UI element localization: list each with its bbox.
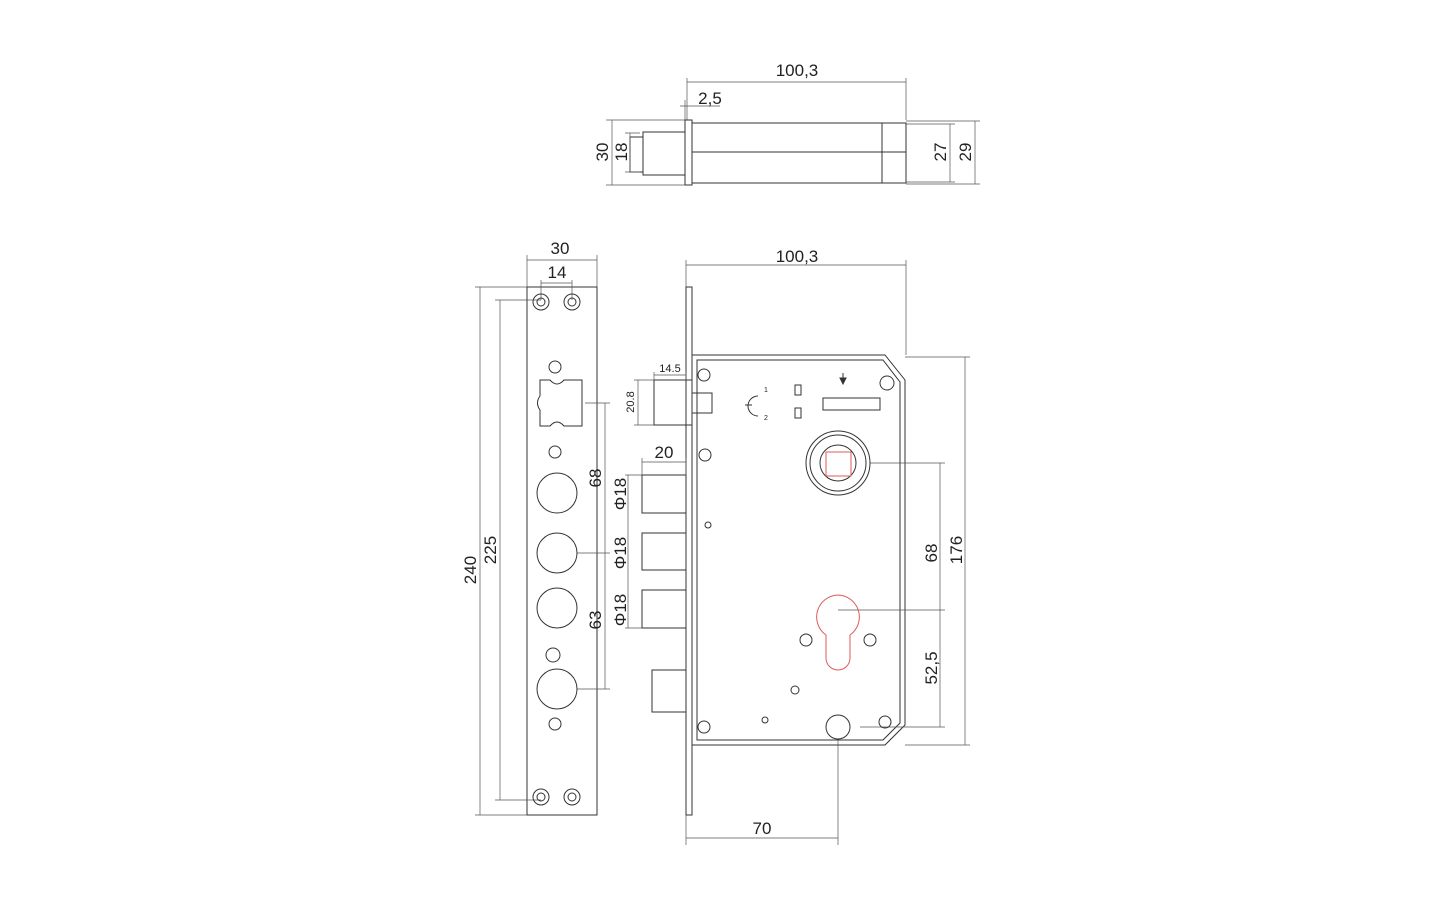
dim-upper-spacing: 68: [586, 469, 605, 488]
dim-latch-width: 14.5: [659, 363, 680, 375]
dim-lower-spacing: 63: [586, 611, 605, 630]
mark-1: 1: [764, 387, 768, 394]
dim-backset: 70: [753, 819, 772, 838]
dim-hole-distance: 225: [481, 536, 500, 564]
dim-faceplate-width: 30: [551, 239, 570, 258]
lock-body-view: 1 2 100,3 14.5 20.8 20 Φ18 Φ18 Φ18 68 17…: [611, 247, 970, 845]
dim-body-length: 100,3: [776, 247, 819, 266]
dim-spindle-to-cylinder: 68: [922, 544, 941, 563]
dim-cylinder-to-bottom: 52,5: [922, 651, 941, 684]
dim-latch-height: 20.8: [625, 391, 637, 412]
dim-top-length: 100,3: [776, 61, 819, 80]
dim-bolt-dia-1: Φ18: [611, 478, 630, 510]
dim-top-cap: 29: [956, 143, 975, 162]
dim-hole-spacing: 14: [548, 263, 567, 282]
dim-bolt-dia-3: Φ18: [611, 594, 630, 626]
mark-2: 2: [764, 415, 768, 422]
dim-body-height: 176: [947, 536, 966, 564]
dim-bolt-dia-2: Φ18: [611, 537, 630, 569]
dim-top-body: 27: [931, 143, 950, 162]
dim-top-bolt: 18: [612, 143, 631, 162]
top-view: 100,3 2,5 30 18 27 29: [593, 61, 980, 186]
dim-top-plate: 30: [593, 143, 612, 162]
dim-faceplate-length: 240: [461, 556, 480, 584]
faceplate-view: 30 14 240 225 68 63: [461, 239, 610, 816]
dim-top-flange: 2,5: [698, 89, 722, 108]
dim-bolt-length: 20: [655, 443, 674, 462]
